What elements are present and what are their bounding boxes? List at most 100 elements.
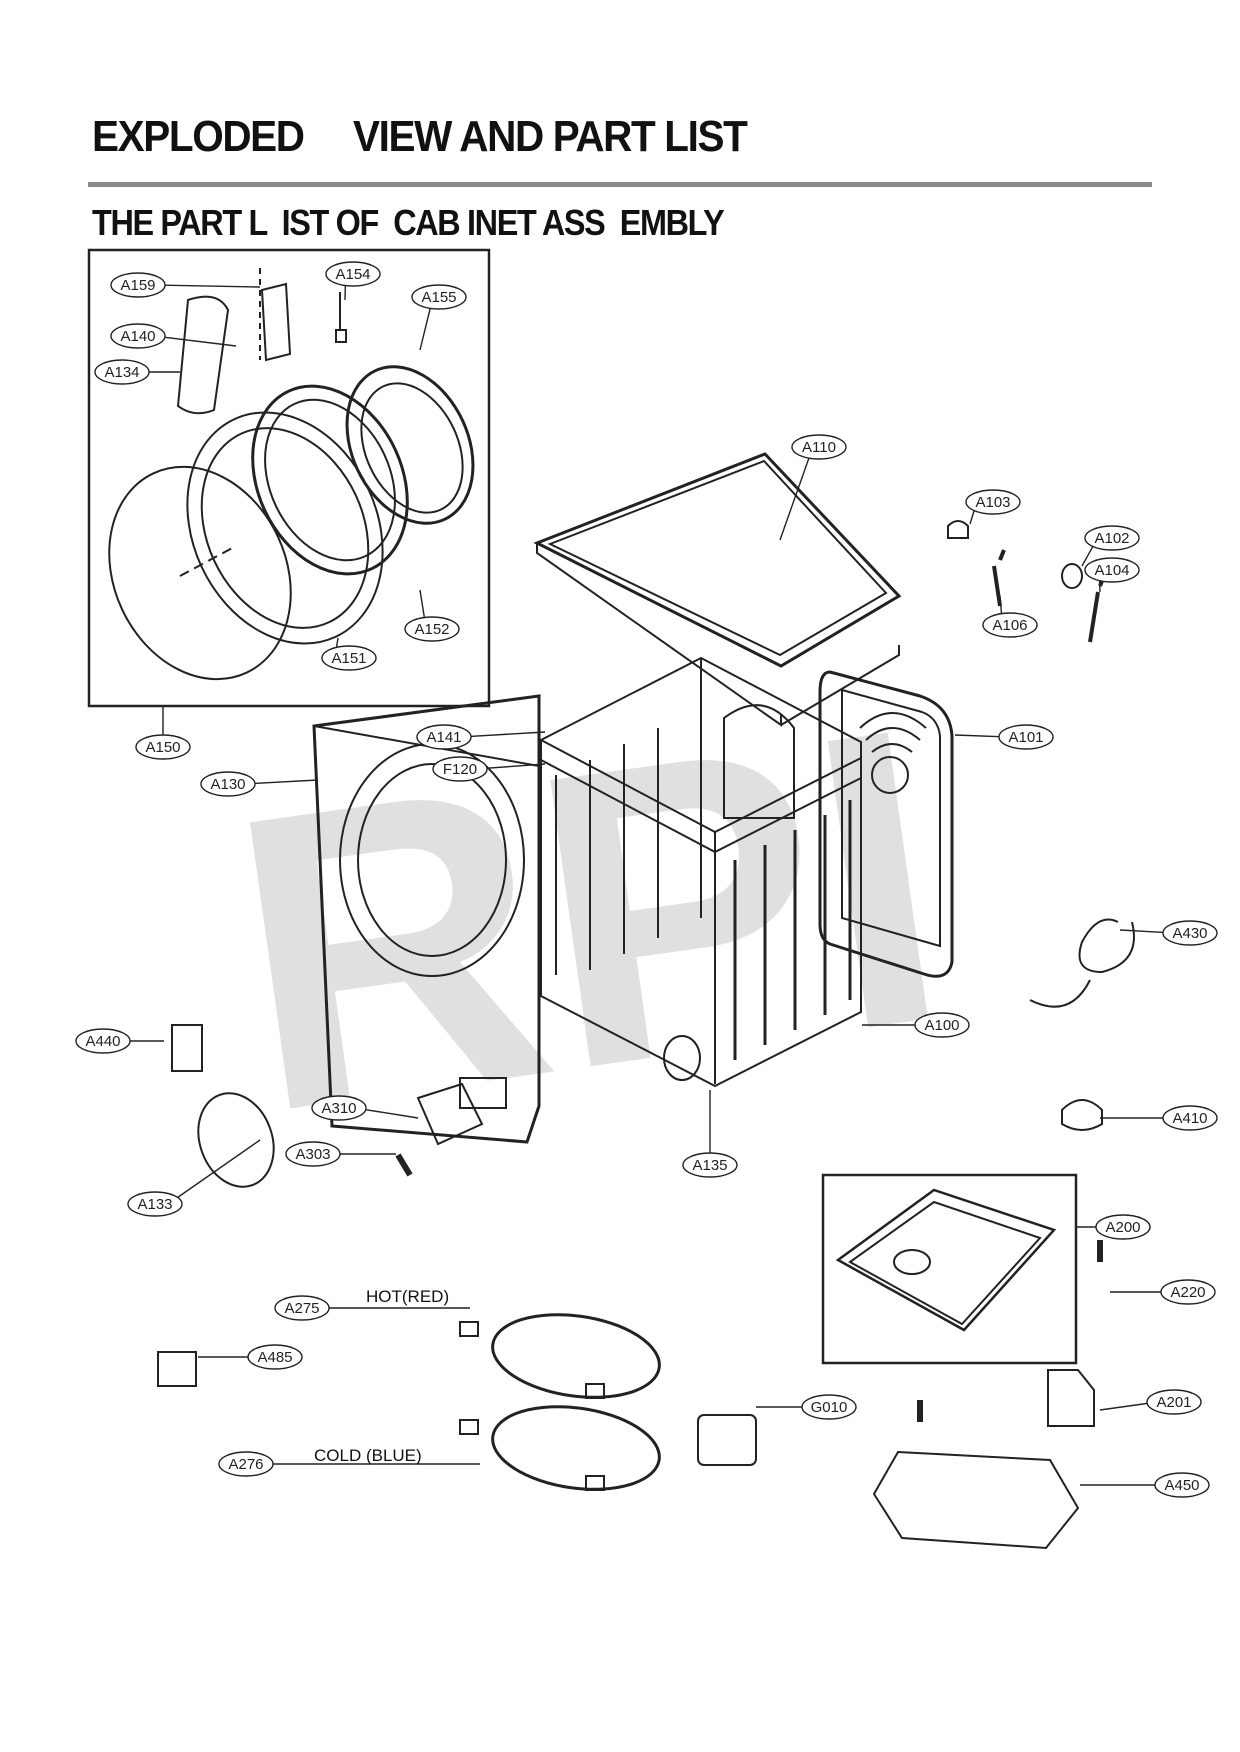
callout-leader-line xyxy=(163,336,237,347)
callout-leader-line xyxy=(1099,1402,1149,1411)
callout-bubble xyxy=(1160,1279,1216,1305)
section-subtitle: THE PART L IST OF CAB INET ASS EMBLY xyxy=(92,202,725,243)
callout-label: G010 xyxy=(811,1399,848,1416)
page-title: EXPLODED VIEW AND PART LIST xyxy=(92,112,748,161)
callout-leader-line xyxy=(1081,545,1094,567)
callout-a410: A410 xyxy=(1100,1105,1218,1131)
callout-a440: A440 xyxy=(75,1028,164,1054)
callout-bubble xyxy=(75,1028,131,1054)
callout-leader-line xyxy=(779,457,810,541)
callout-bubble xyxy=(321,645,377,671)
base-inset-box xyxy=(821,1173,1078,1365)
callout-label: A310 xyxy=(321,1100,356,1117)
callout-leader-line xyxy=(969,510,975,525)
callout-label: A134 xyxy=(104,364,139,381)
callout-leader-line xyxy=(954,734,1001,738)
callout-bubble xyxy=(311,1095,367,1121)
callout-label: A106 xyxy=(992,617,1027,634)
callout-f120: F120 xyxy=(432,756,546,782)
callout-a154: A154 xyxy=(325,261,381,301)
callout-leader-line xyxy=(163,284,261,288)
callout-bubble xyxy=(127,1191,183,1217)
callout-a159: A159 xyxy=(110,272,261,298)
part-callouts: A159A154A155A140A134A110A103A102A104A106… xyxy=(75,261,1218,1498)
callout-leader-line xyxy=(419,589,426,618)
callout-label: A130 xyxy=(210,776,245,793)
callout-a200: A200 xyxy=(1076,1214,1151,1240)
callout-bubble xyxy=(982,612,1038,638)
callout-a303: A303 xyxy=(285,1141,396,1167)
callout-a276: A276 xyxy=(218,1451,480,1477)
callout-bubble xyxy=(1162,1105,1218,1131)
callout-bubble xyxy=(1154,1472,1210,1498)
callout-label: A485 xyxy=(257,1349,292,1366)
callout-bubble xyxy=(411,284,467,310)
callout-label: A141 xyxy=(426,729,461,746)
callout-bubble xyxy=(682,1152,738,1178)
callout-a135: A135 xyxy=(682,1090,738,1178)
callout-leader-line xyxy=(469,731,546,738)
callout-bubble xyxy=(110,272,166,298)
door-assembly-drawing xyxy=(108,268,475,681)
callout-a140: A140 xyxy=(110,323,237,349)
callout-a104: A104 xyxy=(1084,557,1140,593)
callout-a310: A310 xyxy=(311,1095,419,1121)
callout-leader-line xyxy=(335,637,339,648)
callout-a134: A134 xyxy=(94,359,180,385)
callout-bubble xyxy=(1084,525,1140,551)
callout-label: A152 xyxy=(414,621,449,638)
callout-label: A410 xyxy=(1172,1110,1207,1127)
callout-label: A303 xyxy=(295,1146,330,1163)
callout-a220: A220 xyxy=(1110,1279,1216,1305)
callout-bubble xyxy=(247,1344,303,1370)
door-assembly-inset-box xyxy=(87,248,491,708)
callout-label: A220 xyxy=(1170,1284,1205,1301)
callout-a485: A485 xyxy=(198,1344,303,1370)
callout-label: A103 xyxy=(975,494,1010,511)
callout-leader-line xyxy=(999,595,1003,614)
callout-a201: A201 xyxy=(1099,1389,1202,1415)
callout-a141: A141 xyxy=(416,724,546,750)
callout-label: A154 xyxy=(335,266,370,283)
hoses-drawing xyxy=(459,1313,661,1491)
callout-bubble xyxy=(965,489,1021,515)
callout-bubble xyxy=(1084,557,1140,583)
cabinet-drawing xyxy=(540,656,862,1088)
callout-label: A201 xyxy=(1156,1394,1191,1411)
callout-label: A200 xyxy=(1105,1219,1140,1236)
callout-a152: A152 xyxy=(404,589,460,642)
callout-a110: A110 xyxy=(779,434,847,541)
callout-bubble xyxy=(135,734,191,760)
callout-label: A440 xyxy=(85,1033,120,1050)
base-frame-drawing xyxy=(835,1188,1057,1332)
callout-bubble xyxy=(416,724,472,750)
callout-label: A101 xyxy=(1008,729,1043,746)
callout-label: A110 xyxy=(802,439,836,456)
callout-bubble xyxy=(791,434,847,460)
callout-label: A102 xyxy=(1094,530,1129,547)
callout-label: A100 xyxy=(924,1017,959,1034)
callout-g010: G010 xyxy=(756,1394,857,1420)
callout-bubble xyxy=(274,1295,330,1321)
callout-a130: A130 xyxy=(200,771,319,797)
callout-leader-line xyxy=(253,779,319,785)
callout-label: A276 xyxy=(228,1456,263,1473)
callout-bubble xyxy=(998,724,1054,750)
callout-a102: A102 xyxy=(1081,525,1140,567)
callout-bubble xyxy=(1162,920,1218,946)
cold-hose-label: COLD (BLUE) xyxy=(314,1446,422,1465)
callout-label: A140 xyxy=(120,328,155,345)
callout-label: A450 xyxy=(1164,1477,1199,1494)
callout-a150: A150 xyxy=(135,706,191,760)
back-panel-drawing xyxy=(818,670,954,978)
callout-a151: A151 xyxy=(321,637,377,671)
callout-leader-line xyxy=(1119,929,1165,934)
callout-label: A133 xyxy=(137,1196,172,1213)
callout-leader-line xyxy=(485,763,546,769)
callout-bubble xyxy=(285,1141,341,1167)
title-divider xyxy=(88,182,1152,187)
callout-label: A159 xyxy=(120,277,155,294)
hot-hose-label: HOT(RED) xyxy=(366,1287,449,1306)
callout-bubble xyxy=(325,261,381,287)
